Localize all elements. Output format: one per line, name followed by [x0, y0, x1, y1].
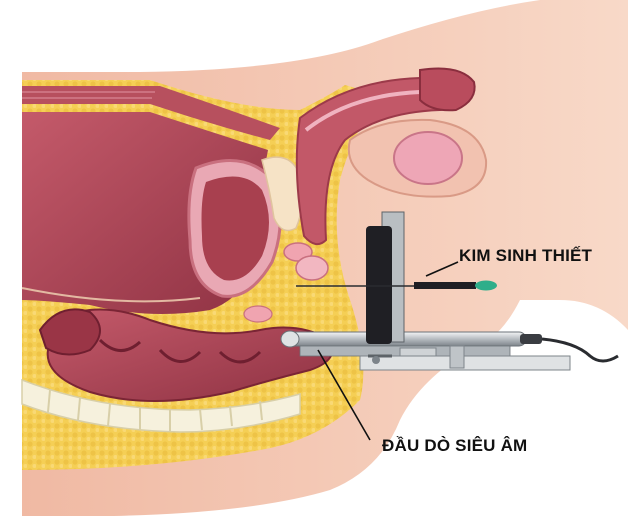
spine [21, 378, 301, 433]
rectum-folds [98, 338, 262, 364]
glans [419, 67, 476, 112]
biopsy-needle [296, 280, 497, 291]
needle-leader [425, 261, 459, 277]
small-gland [243, 305, 273, 323]
muscle-band-lines [22, 91, 155, 99]
testis [393, 131, 463, 185]
probe-cable [541, 337, 619, 363]
prostate [295, 255, 329, 281]
rectum [46, 308, 334, 402]
cavity-line [21, 287, 201, 303]
needle-guide [366, 211, 405, 364]
pubic-bone [261, 156, 303, 232]
biopsy-needle-label: KIM SINH THIẾT [459, 246, 593, 265]
bladder-inner [201, 176, 269, 281]
ultrasound-probe-label: ĐẦU DÒ SIÊU ÂM [382, 436, 528, 455]
probe-stand [359, 345, 571, 371]
muscle-band [22, 86, 280, 140]
probe-leader [317, 349, 371, 441]
colon-loop [38, 308, 101, 356]
